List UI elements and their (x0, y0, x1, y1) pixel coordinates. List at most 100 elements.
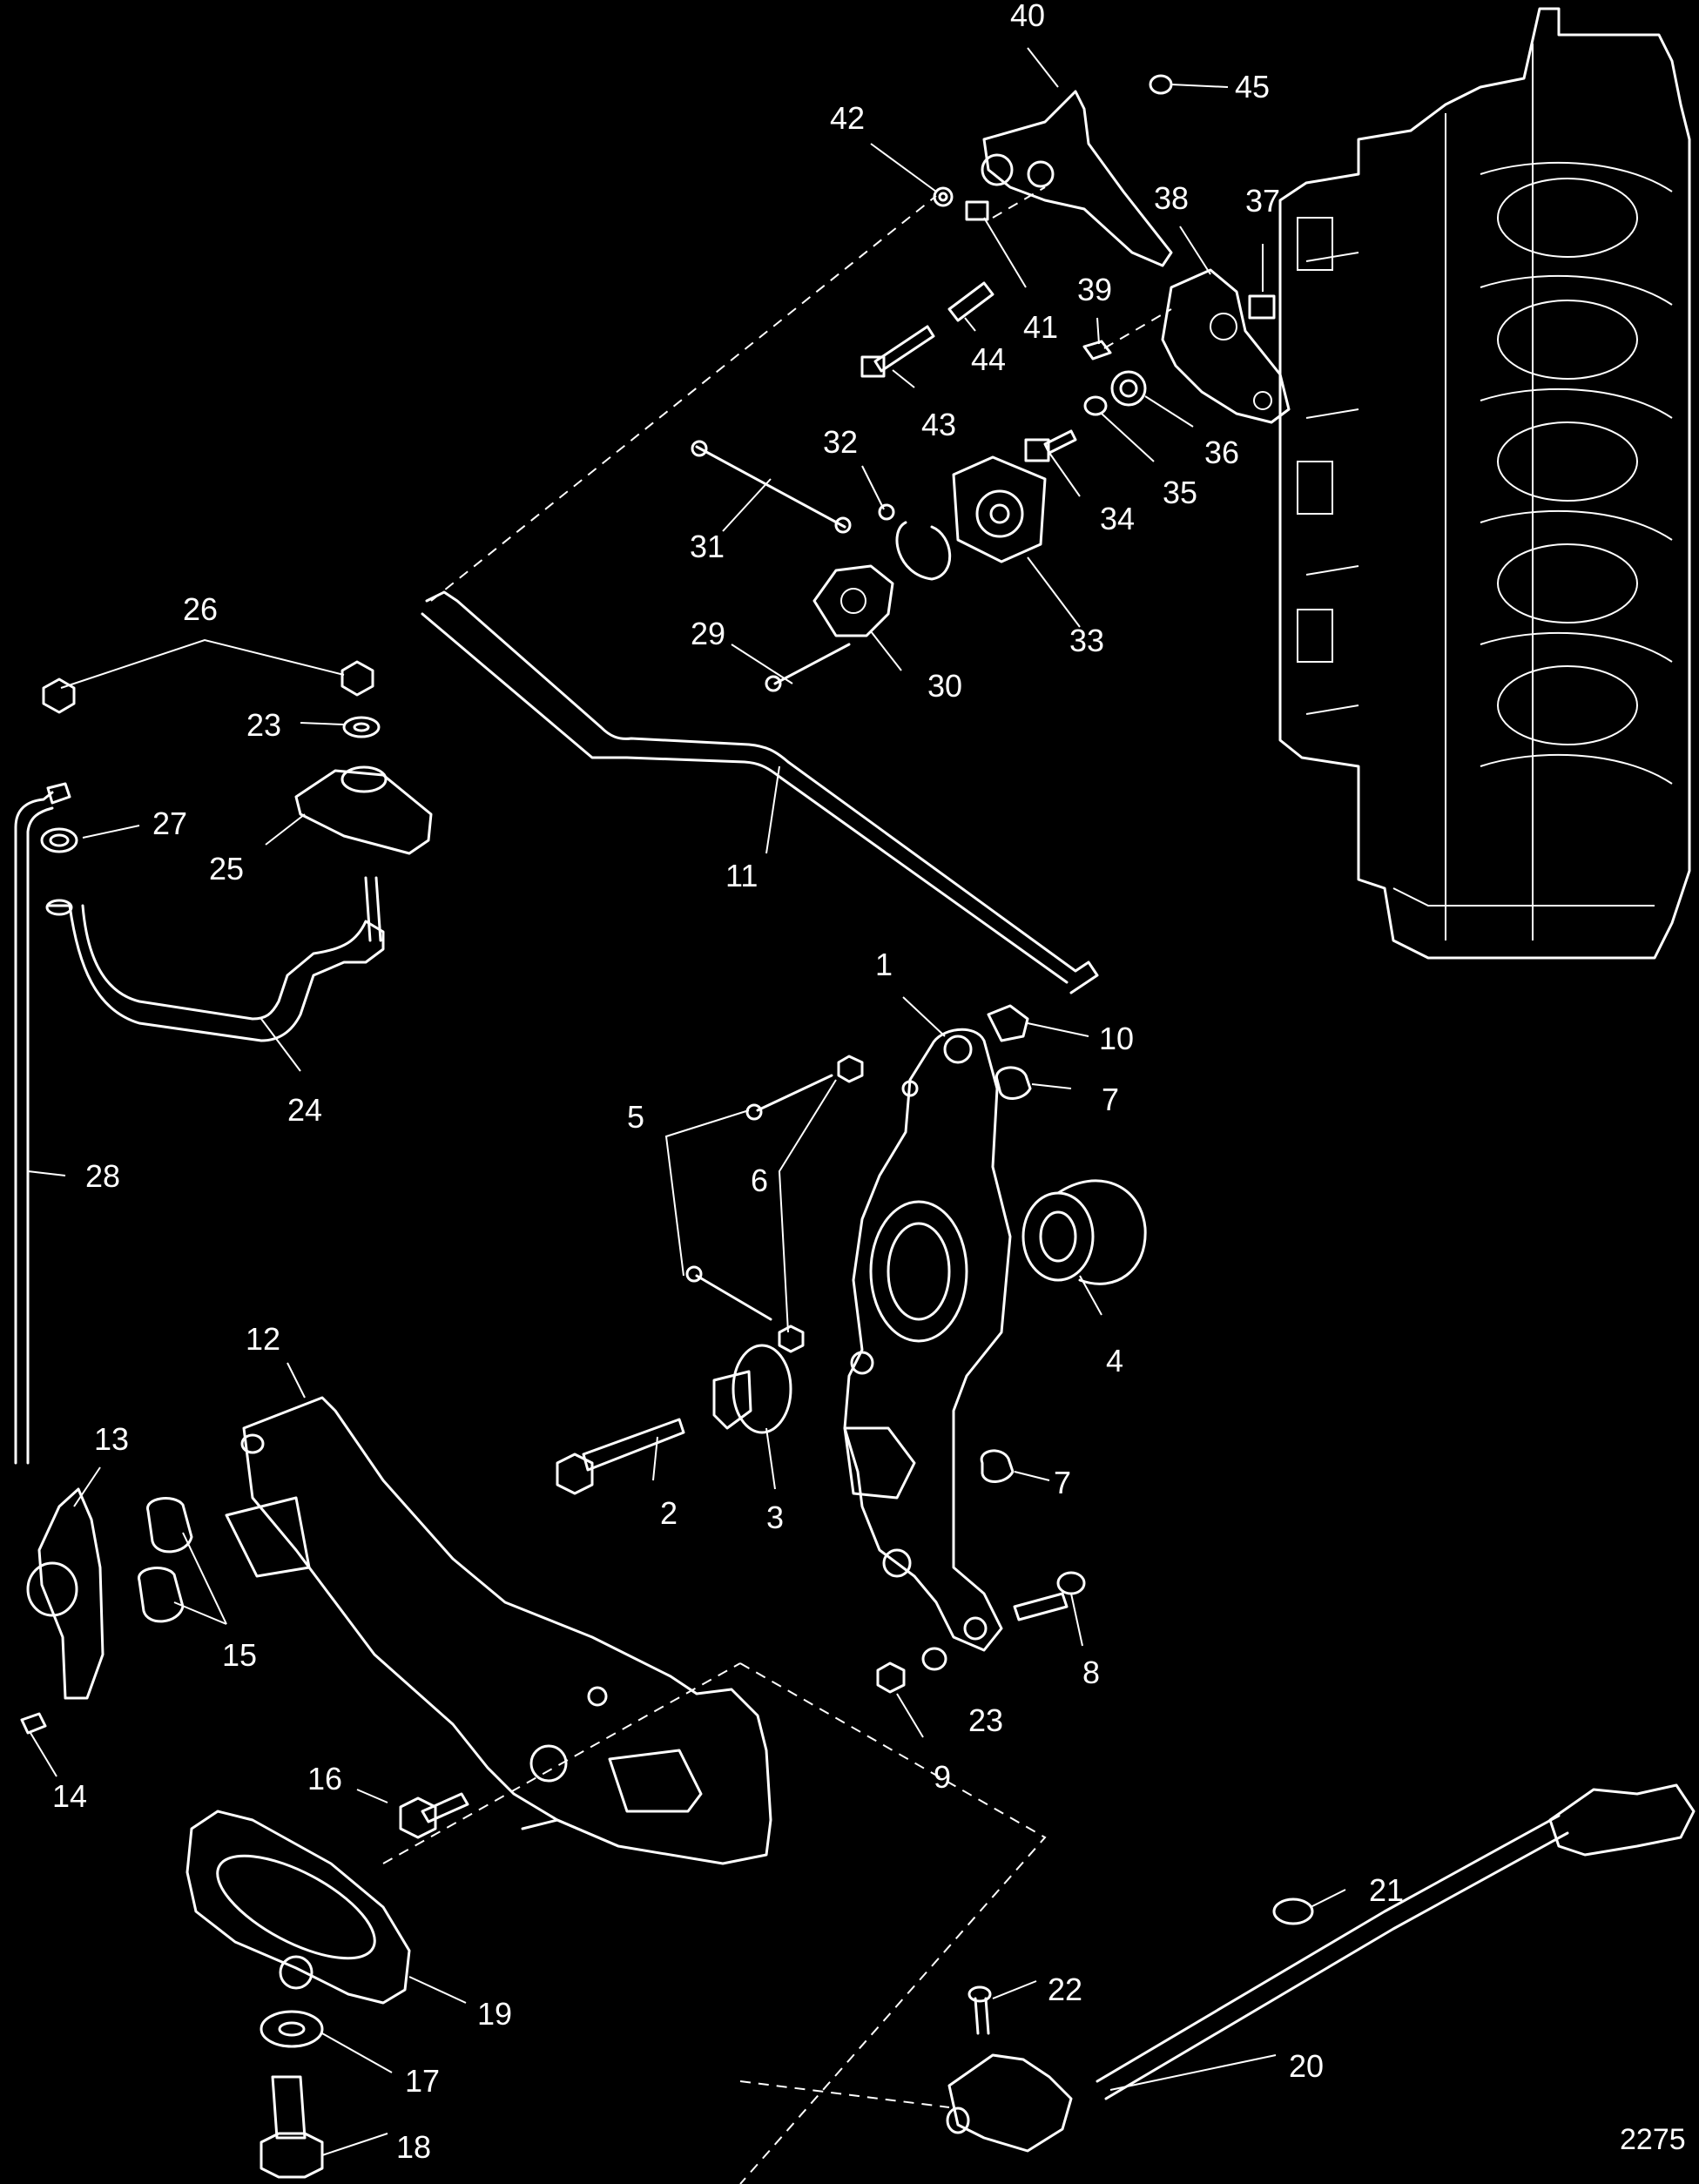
callout-13: 13 (94, 1421, 129, 1457)
callout-22: 22 (1048, 1972, 1082, 2007)
part-15-bushing-lower (138, 1567, 185, 1623)
callout-26: 26 (183, 591, 218, 627)
part-26-nut-right (340, 660, 374, 697)
callout-12: 12 (246, 1321, 280, 1357)
callout-28: 28 (85, 1158, 120, 1194)
part-12-shift-bracket (225, 1396, 772, 1865)
callout-20: 20 (1289, 2048, 1324, 2084)
callout-36: 36 (1204, 435, 1239, 470)
part-33-throttle-position-sensor (952, 455, 1047, 563)
part-5-screw-lower (685, 1265, 772, 1321)
part-19-actuator (185, 1810, 411, 2005)
part-25-mount (294, 765, 433, 855)
guide-line-actuator (382, 1662, 741, 1864)
part-30-bracket (812, 564, 894, 637)
part-8-shoulder-screw (1013, 1571, 1086, 1621)
callout-42: 42 (830, 100, 865, 136)
part-32-clip (878, 503, 952, 581)
callout-7a: 7 (1102, 1082, 1119, 1117)
part-28-rod (14, 782, 71, 1465)
part-40-throttle-cam-bracket (981, 90, 1173, 267)
callout-4: 4 (1106, 1343, 1123, 1378)
part-31-link-rod (691, 440, 852, 534)
part-13-cover (26, 1487, 105, 1700)
callout-23a: 23 (246, 707, 281, 743)
part-39-clip (1082, 340, 1112, 361)
callout-15: 15 (222, 1637, 257, 1673)
callout-18: 18 (396, 2129, 431, 2165)
part-27-bushing (40, 827, 78, 853)
callout-25: 25 (209, 851, 244, 886)
part-35-washer (1083, 395, 1108, 416)
callout-43: 43 (921, 407, 956, 442)
part-21-clip (1272, 1898, 1314, 1925)
callout-2: 2 (660, 1495, 678, 1531)
callout-27: 27 (152, 806, 187, 841)
callout-17: 17 (405, 2063, 440, 2099)
engine-block (1278, 7, 1691, 960)
part-5-screw-upper (745, 1074, 833, 1121)
part-43-screw (860, 325, 935, 378)
part-6-nut-upper (837, 1055, 864, 1083)
part-15-bushing-upper (146, 1497, 193, 1554)
callout-33: 33 (1069, 623, 1104, 658)
part-45-washer (1149, 74, 1173, 95)
part-42-ball-fitting (933, 186, 954, 207)
callout-7b: 7 (1054, 1465, 1071, 1500)
part-16-bolt (399, 1792, 469, 1839)
part-24-link-arm (45, 876, 385, 1042)
callout-41: 41 (1023, 309, 1058, 345)
callout-14: 14 (52, 1778, 87, 1814)
guide-line-rod-to-cam (430, 195, 937, 602)
callout-38: 38 (1154, 180, 1189, 216)
callout-5: 5 (627, 1099, 644, 1135)
part-20-harness (946, 1783, 1696, 2153)
part-4-roller (1021, 1179, 1147, 1285)
callout-40: 40 (1010, 0, 1045, 33)
guide-line-cam (992, 186, 1046, 219)
part-23-washer-lower (921, 1647, 947, 1671)
part-17-washer (260, 2010, 324, 2048)
part-9-nut (876, 1662, 906, 1694)
callout-1: 1 (875, 947, 893, 982)
callout-44: 44 (971, 341, 1006, 377)
guide-line-sensor-base (739, 2080, 950, 2108)
part-38-plate (1161, 268, 1291, 424)
callout-24: 24 (287, 1092, 322, 1128)
callout-8: 8 (1082, 1655, 1100, 1690)
part-10-fitting (987, 1004, 1029, 1042)
callout-35: 35 (1163, 475, 1197, 510)
part-36-bushing (1110, 370, 1147, 407)
part-34-screw (1024, 429, 1077, 462)
part-14-screw (20, 1712, 47, 1735)
part-1-throttle-cam (843, 1028, 1012, 1652)
callout-29: 29 (691, 616, 725, 651)
part-11-throttle-rod (421, 590, 1099, 994)
callout-31: 31 (690, 529, 725, 564)
callout-6: 6 (751, 1163, 768, 1198)
callout-39: 39 (1077, 272, 1112, 307)
guide-line-plate (1103, 308, 1172, 349)
part-44-spacer (947, 281, 994, 322)
callout-45: 45 (1235, 69, 1270, 104)
callout-19: 19 (477, 1996, 512, 2032)
part-23-washer-upper (342, 716, 381, 738)
callout-30: 30 (927, 668, 962, 704)
part-3-pivot (712, 1344, 792, 1434)
part-7-bushing-lower (980, 1449, 1015, 1483)
callout-32: 32 (823, 424, 858, 460)
figure-number: 2275 (1620, 2123, 1686, 2156)
part-26-nut-left (42, 677, 76, 714)
leader-lines (27, 47, 1346, 2156)
callout-37: 37 (1245, 183, 1280, 219)
callout-23b: 23 (968, 1702, 1003, 1738)
callout-3: 3 (766, 1500, 784, 1535)
callout-labels: 1 2 3 4 5 6 7 7 8 9 10 11 12 13 14 15 16… (52, 0, 1686, 2165)
part-41-ball-stud (965, 200, 989, 221)
guide-line-sensor (739, 1662, 1047, 2184)
part-29-screw (765, 643, 851, 692)
part-6-nut-lower (778, 1325, 805, 1353)
part-2-bolt (556, 1418, 685, 1495)
part-37-screw (1248, 294, 1276, 320)
